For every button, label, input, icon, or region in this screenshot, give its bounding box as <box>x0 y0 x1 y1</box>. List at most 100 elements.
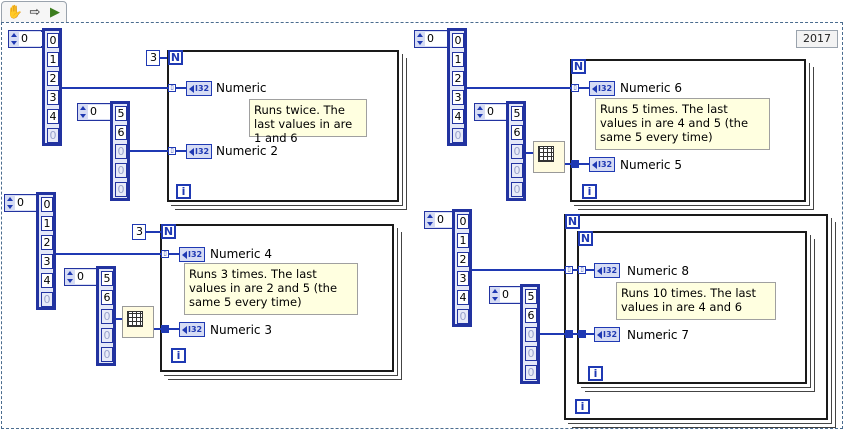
array-index-control[interactable]: 0 <box>474 103 515 121</box>
loop-3-count-constant[interactable]: 3 <box>132 224 146 240</box>
numeric-indicator[interactable]: I32 <box>589 157 616 172</box>
numeric-indicator[interactable]: I32 <box>179 322 206 337</box>
tunnel[interactable] <box>565 330 573 338</box>
auto-index-tunnel[interactable]: ▯ <box>571 84 579 92</box>
arrow-icon[interactable]: ⇨ <box>29 4 41 20</box>
spinner-icon[interactable] <box>426 214 433 226</box>
spinner-icon[interactable] <box>491 289 498 301</box>
array-cell[interactable]: 0 <box>41 197 53 212</box>
array-cell[interactable]: 6 <box>511 125 523 140</box>
array-cell[interactable]: 0 <box>452 33 464 48</box>
array-cell[interactable]: 1 <box>41 216 53 231</box>
array-cell[interactable]: 0 <box>457 309 469 324</box>
array-cell[interactable]: 0 <box>115 182 127 197</box>
array-cell[interactable]: 0 <box>511 182 523 197</box>
array-cell[interactable]: 4 <box>452 109 464 124</box>
spinner-icon[interactable] <box>416 33 423 45</box>
loop-3-i-terminal[interactable]: i <box>171 348 186 363</box>
loop-1-n-terminal[interactable]: N <box>168 50 183 65</box>
array-cell[interactable]: 3 <box>457 271 469 286</box>
array-cell[interactable]: 2 <box>452 71 464 86</box>
array-cell[interactable]: 1 <box>47 52 59 67</box>
loop-4-outer-i-terminal[interactable]: i <box>575 399 590 414</box>
loop-1-i-terminal[interactable]: i <box>176 184 191 199</box>
numeric-indicator[interactable]: I32 <box>186 144 213 159</box>
numeric-indicator[interactable]: I32 <box>186 81 213 96</box>
array-cell[interactable]: 6 <box>115 125 127 140</box>
auto-index-tunnel[interactable]: ▯ <box>161 250 169 258</box>
numeric-indicator[interactable]: I32 <box>594 327 621 342</box>
build-array-function[interactable] <box>533 141 565 173</box>
array-cell[interactable]: 0 <box>511 144 523 159</box>
loop-1-count-constant[interactable]: 3 <box>146 50 160 66</box>
array-cell[interactable]: 0 <box>457 214 469 229</box>
array-index-control[interactable]: 0 <box>489 286 530 304</box>
tunnel[interactable] <box>161 325 169 333</box>
loop-3-n-terminal[interactable]: N <box>161 224 176 239</box>
loop-4-inner-i-terminal[interactable]: i <box>588 366 603 381</box>
array-cell[interactable]: 0 <box>525 346 537 361</box>
array-cell[interactable]: 0 <box>101 347 113 362</box>
array-cell[interactable]: 6 <box>101 290 113 305</box>
array-cell[interactable]: 2 <box>457 252 469 267</box>
array-cell[interactable]: 5 <box>511 106 523 121</box>
array-index-control[interactable]: 0 <box>414 30 455 48</box>
array-index-control[interactable]: 0 <box>4 194 45 212</box>
array-cell[interactable]: 0 <box>115 163 127 178</box>
array-cell[interactable]: 0 <box>47 33 59 48</box>
auto-index-tunnel[interactable]: ▯ <box>565 266 573 274</box>
array-2[interactable]: 5 6 0 0 0 <box>110 101 130 201</box>
loop-2-n-terminal[interactable]: N <box>571 59 586 74</box>
array-cell[interactable]: 1 <box>457 233 469 248</box>
array-cell[interactable]: 4 <box>457 290 469 305</box>
array-cell[interactable]: 1 <box>452 52 464 67</box>
hand-icon[interactable]: ✋ <box>6 4 24 20</box>
loop-4-outer-n-terminal[interactable]: N <box>565 214 580 229</box>
tunnel[interactable] <box>578 330 586 338</box>
array-4[interactable]: 5 6 0 0 0 <box>96 266 116 366</box>
array-cell[interactable]: 0 <box>101 309 113 324</box>
array-8[interactable]: 5 6 0 0 0 <box>520 284 540 384</box>
array-cell[interactable]: 0 <box>452 128 464 143</box>
array-cell[interactable]: 3 <box>47 90 59 105</box>
array-cell[interactable]: 0 <box>525 365 537 380</box>
array-6[interactable]: 5 6 0 0 0 <box>506 101 526 201</box>
loop-2-i-terminal[interactable]: i <box>582 184 597 199</box>
array-cell[interactable]: 5 <box>525 289 537 304</box>
array-5[interactable]: 0 1 2 3 4 0 <box>447 28 467 146</box>
array-cell[interactable]: 2 <box>47 71 59 86</box>
array-cell[interactable]: 0 <box>41 292 53 307</box>
array-cell[interactable]: 4 <box>47 109 59 124</box>
array-cell[interactable]: 0 <box>511 163 523 178</box>
array-7[interactable]: 0 1 2 3 4 0 <box>452 209 472 327</box>
array-index-control[interactable]: 0 <box>77 103 118 121</box>
spinner-icon[interactable] <box>476 106 483 118</box>
auto-index-tunnel[interactable]: ▯ <box>578 266 586 274</box>
numeric-indicator[interactable]: I32 <box>594 263 621 278</box>
array-cell[interactable]: 0 <box>115 144 127 159</box>
build-array-function[interactable] <box>122 306 154 338</box>
array-cell[interactable]: 4 <box>41 273 53 288</box>
array-1[interactable]: 0 1 2 3 4 0 <box>42 28 62 146</box>
array-cell[interactable]: 0 <box>47 128 59 143</box>
array-cell[interactable]: 0 <box>101 328 113 343</box>
array-cell[interactable]: 6 <box>525 308 537 323</box>
run-icon[interactable]: ▶ <box>50 4 60 20</box>
array-cell[interactable]: 2 <box>41 235 53 250</box>
array-cell[interactable]: 0 <box>525 327 537 342</box>
auto-index-tunnel[interactable]: ▯ <box>168 147 176 155</box>
array-index-control[interactable]: 0 <box>64 268 105 286</box>
auto-index-tunnel[interactable]: ▯ <box>168 84 176 92</box>
numeric-indicator[interactable]: I32 <box>589 81 616 96</box>
array-cell[interactable]: 3 <box>41 254 53 269</box>
spinner-icon[interactable] <box>6 197 13 209</box>
array-cell[interactable]: 5 <box>115 106 127 121</box>
array-index-control[interactable]: 0 <box>8 30 49 48</box>
loop-4-inner-n-terminal[interactable]: N <box>578 231 593 246</box>
array-cell[interactable]: 5 <box>101 271 113 286</box>
numeric-indicator[interactable]: I32 <box>179 247 206 262</box>
spinner-icon[interactable] <box>10 33 17 45</box>
spinner-icon[interactable] <box>66 271 73 283</box>
tunnel[interactable] <box>571 160 579 168</box>
spinner-icon[interactable] <box>79 106 86 118</box>
